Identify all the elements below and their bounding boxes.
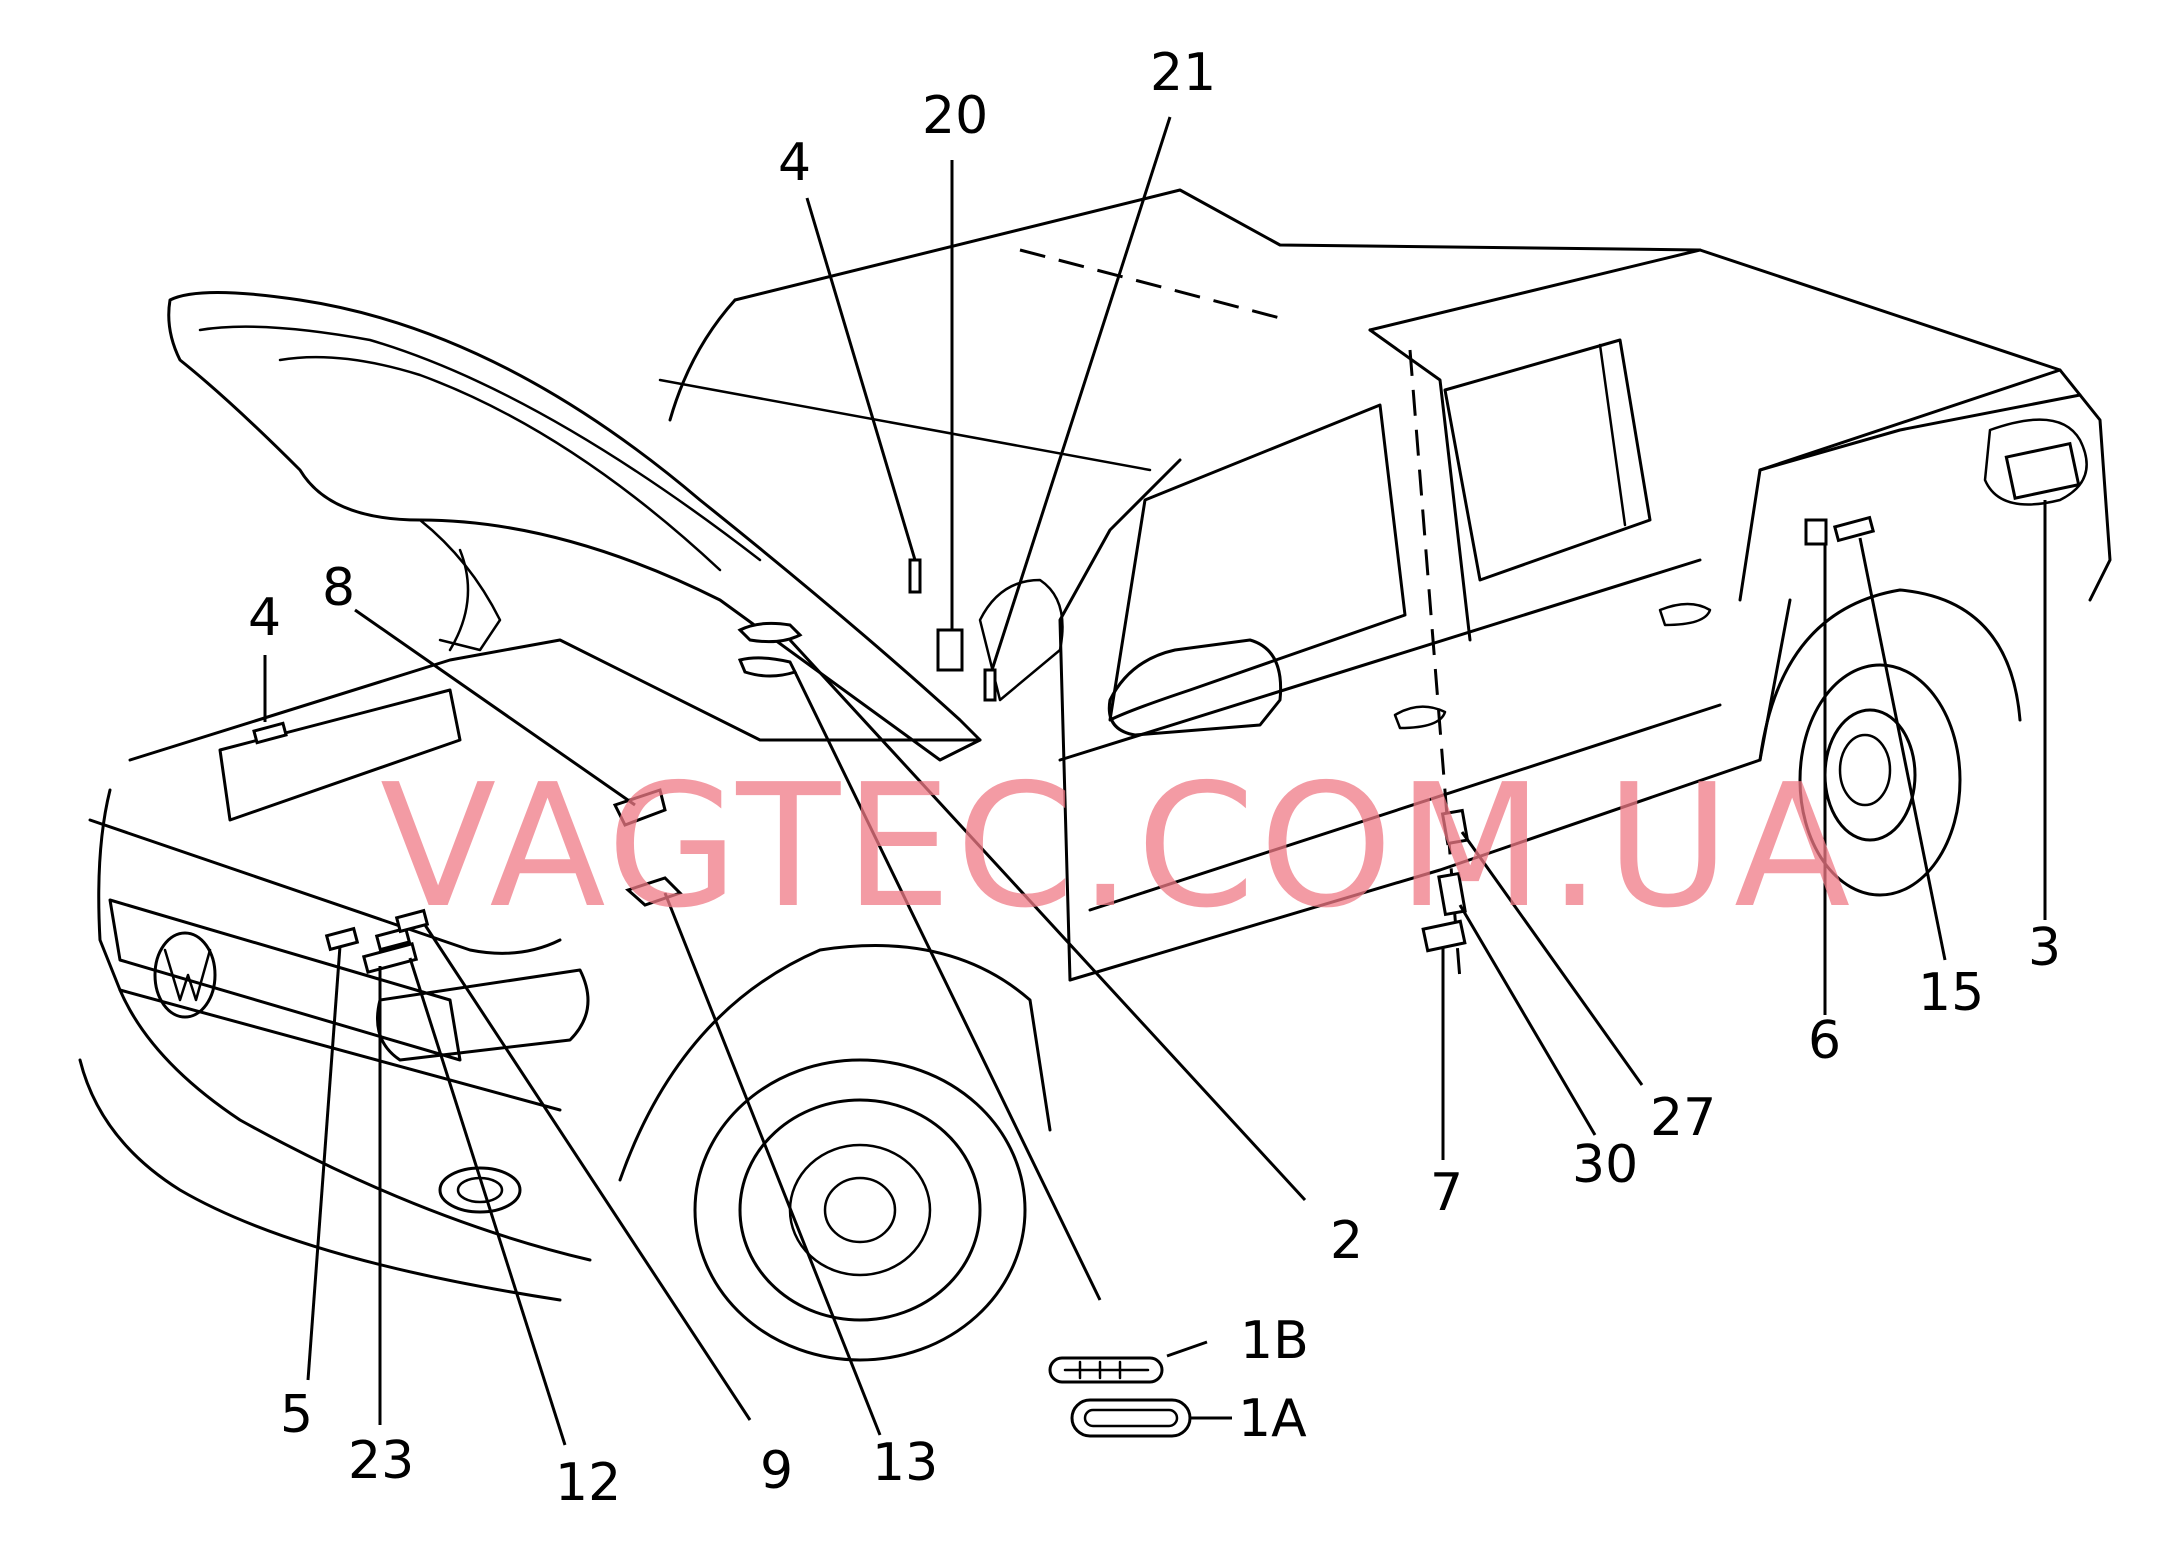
callout-30: 30 [1572,1135,1638,1195]
callout-23: 23 [348,1431,414,1491]
sticker-15 [1832,515,1876,543]
sticker-2 [737,621,803,644]
sticker-30 [1437,871,1467,917]
leader-lines [263,116,2047,1446]
callout-20: 20 [922,86,988,146]
callout-7: 7 [1430,1163,1463,1223]
callout-13: 13 [872,1433,938,1493]
sticker-13 [737,656,798,678]
callout-1B: 1B [1240,1311,1309,1371]
sticker-12 [374,926,412,952]
sticker-27 [1440,808,1470,846]
callout-3: 3 [2028,918,2061,978]
callout-27: 27 [1650,1088,1716,1148]
sticker-9 [394,908,430,934]
sticker-23 [361,941,419,975]
sticker-4-top [908,558,922,594]
callout-2: 2 [1330,1211,1363,1271]
label-stickers [252,441,2081,975]
sticker-6 [1804,518,1828,546]
callout-5: 5 [280,1385,313,1445]
sticker-5 [324,926,360,952]
callout-4-top: 4 [778,133,811,193]
sticker-9-plate [625,876,683,907]
callout-6: 6 [1808,1011,1841,1071]
sticker-20 [936,628,964,672]
callout-15: 15 [1918,963,1984,1023]
callout-12: 12 [555,1453,621,1513]
sticker-8 [612,788,667,827]
sticker-7 [1421,919,1467,953]
watermark-text: VAGTEC.COM.UA [380,748,1854,946]
sticker-3 [2004,441,2081,500]
label-1A-icon [1070,1398,1192,1438]
callout-numbers: 1B 1A 2 3 4 4 5 6 7 8 9 12 13 15 20 21 2… [248,43,2061,1513]
callout-8: 8 [322,558,355,618]
callout-21: 21 [1150,43,1216,103]
label-detail-icons [1048,1356,1192,1438]
callout-4-left: 4 [248,588,281,648]
callout-1A: 1A [1238,1389,1307,1449]
sticker-4-left [252,721,288,745]
callout-9: 9 [760,1441,793,1501]
sticker-21 [983,668,997,702]
